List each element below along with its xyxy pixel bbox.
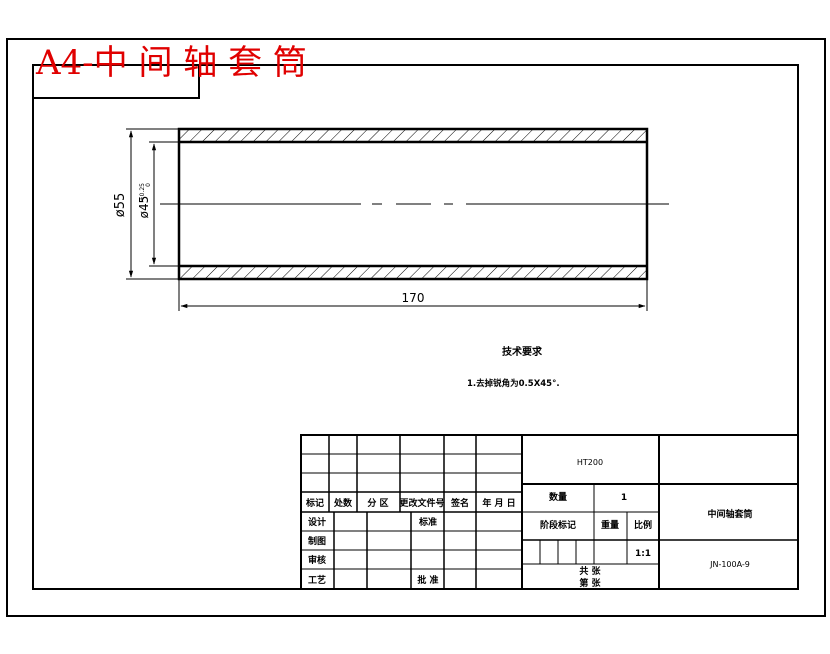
row-design: 设计: [308, 516, 326, 528]
header-count: 处数: [333, 497, 353, 509]
quantity-label: 数量: [549, 491, 567, 503]
length-label: 170: [402, 291, 425, 305]
stage-label: 阶段标记: [540, 519, 576, 531]
code-box: [32, 65, 200, 99]
outer-dia-label: ø55: [113, 193, 128, 218]
part-name: 中间轴套筒: [707, 508, 752, 520]
header-mark: 标记: [305, 497, 324, 509]
outer-frame: [6, 38, 826, 617]
upper-wall-hatch: [179, 129, 647, 142]
title-block-header-row: 标记 处数 分 区 更改文件号 签名 年 月 日: [305, 497, 516, 509]
inner-tol-lower: 0: [145, 183, 152, 187]
header-zone: 分 区: [367, 497, 388, 509]
inner-frame: [32, 64, 799, 590]
tech-req-note: 1.去掉锐角为0.5X45°.: [467, 378, 560, 389]
row-drafting: 制图: [308, 535, 326, 547]
scale-label: 比例: [634, 519, 652, 531]
lower-wall-hatch: [179, 266, 647, 279]
quantity-value: 1: [621, 493, 627, 503]
title-block: [300, 434, 799, 590]
dimension-outer-dia: ø55: [113, 128, 179, 280]
row-process: 工艺: [308, 574, 326, 586]
drawing-number: JN-100A-9: [709, 560, 750, 569]
scale-value: 1:1: [635, 549, 651, 559]
sheet-title: A4-中 间 轴 套 筒: [35, 43, 307, 83]
material-label: HT200: [577, 458, 603, 467]
header-date: 年 月 日: [482, 497, 515, 509]
row-review: 审核: [308, 554, 326, 566]
inner-dia-label: ø45: [137, 196, 151, 219]
sheets-total: 共 张: [579, 565, 601, 577]
weight-label: 重量: [601, 519, 619, 531]
standardize-label: 标准: [418, 516, 437, 528]
tech-req-heading: 技术要求: [502, 345, 543, 358]
sleeve-drawing: [160, 127, 669, 281]
dimension-length: 170: [178, 279, 648, 311]
inner-tol-upper: +0.25: [139, 183, 146, 202]
header-change-doc: 更改文件号: [399, 497, 444, 509]
sheet-number: 第 张: [579, 577, 601, 589]
approve-label: 批 准: [417, 574, 438, 586]
header-signature: 签名: [450, 497, 469, 509]
dimension-inner-dia: ø45 +0.25 0: [137, 141, 179, 267]
